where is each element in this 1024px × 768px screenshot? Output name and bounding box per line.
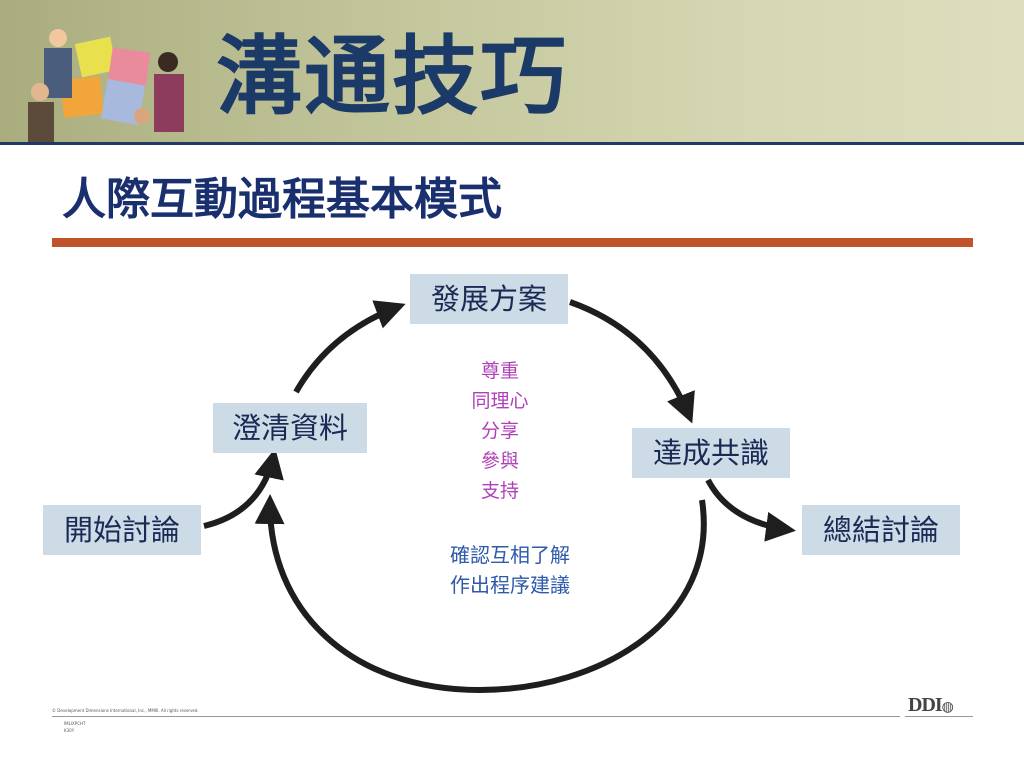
- footer-divider: [52, 716, 900, 717]
- accent-bar: [52, 238, 973, 247]
- node-start: 開始討論: [43, 505, 201, 555]
- node-develop: 發展方案: [410, 274, 568, 324]
- value-item: 分享: [440, 416, 560, 446]
- banner-divider: [0, 142, 1024, 145]
- values-list: 尊重 同理心 分享 參與 支持: [440, 356, 560, 506]
- footer-codes: IMLIXPCHT K30Y: [64, 720, 85, 734]
- copyright-text: © Development Dimensions International, …: [52, 708, 199, 713]
- arrow-start-to-clarify: [204, 454, 274, 526]
- actions-list: 確認互相了解 作出程序建議: [410, 540, 610, 600]
- node-clarify: 澄清資料: [213, 403, 367, 453]
- footer-code: IMLIXPCHT: [64, 720, 85, 727]
- arrow-consensus-to-close: [708, 480, 790, 530]
- page-subtitle: 人際互動過程基本模式: [62, 168, 502, 232]
- footer-code: K30Y: [64, 727, 85, 734]
- arrow-clarify-to-develop: [296, 306, 400, 392]
- action-item: 作出程序建議: [410, 570, 610, 600]
- ddi-logo: DDI◍: [908, 694, 953, 717]
- page-title: 溝通技巧: [216, 22, 568, 132]
- value-item: 參與: [440, 446, 560, 476]
- globe-icon: ◍: [942, 700, 953, 715]
- value-item: 同理心: [440, 386, 560, 416]
- value-item: 尊重: [440, 356, 560, 386]
- puzzle-people-clipart: [18, 22, 198, 142]
- node-close: 總結討論: [802, 505, 960, 555]
- arrow-develop-to-consensus: [570, 302, 690, 418]
- value-item: 支持: [440, 476, 560, 506]
- logo-text: DDI: [908, 694, 942, 716]
- action-item: 確認互相了解: [410, 540, 610, 570]
- node-consensus: 達成共識: [632, 428, 790, 478]
